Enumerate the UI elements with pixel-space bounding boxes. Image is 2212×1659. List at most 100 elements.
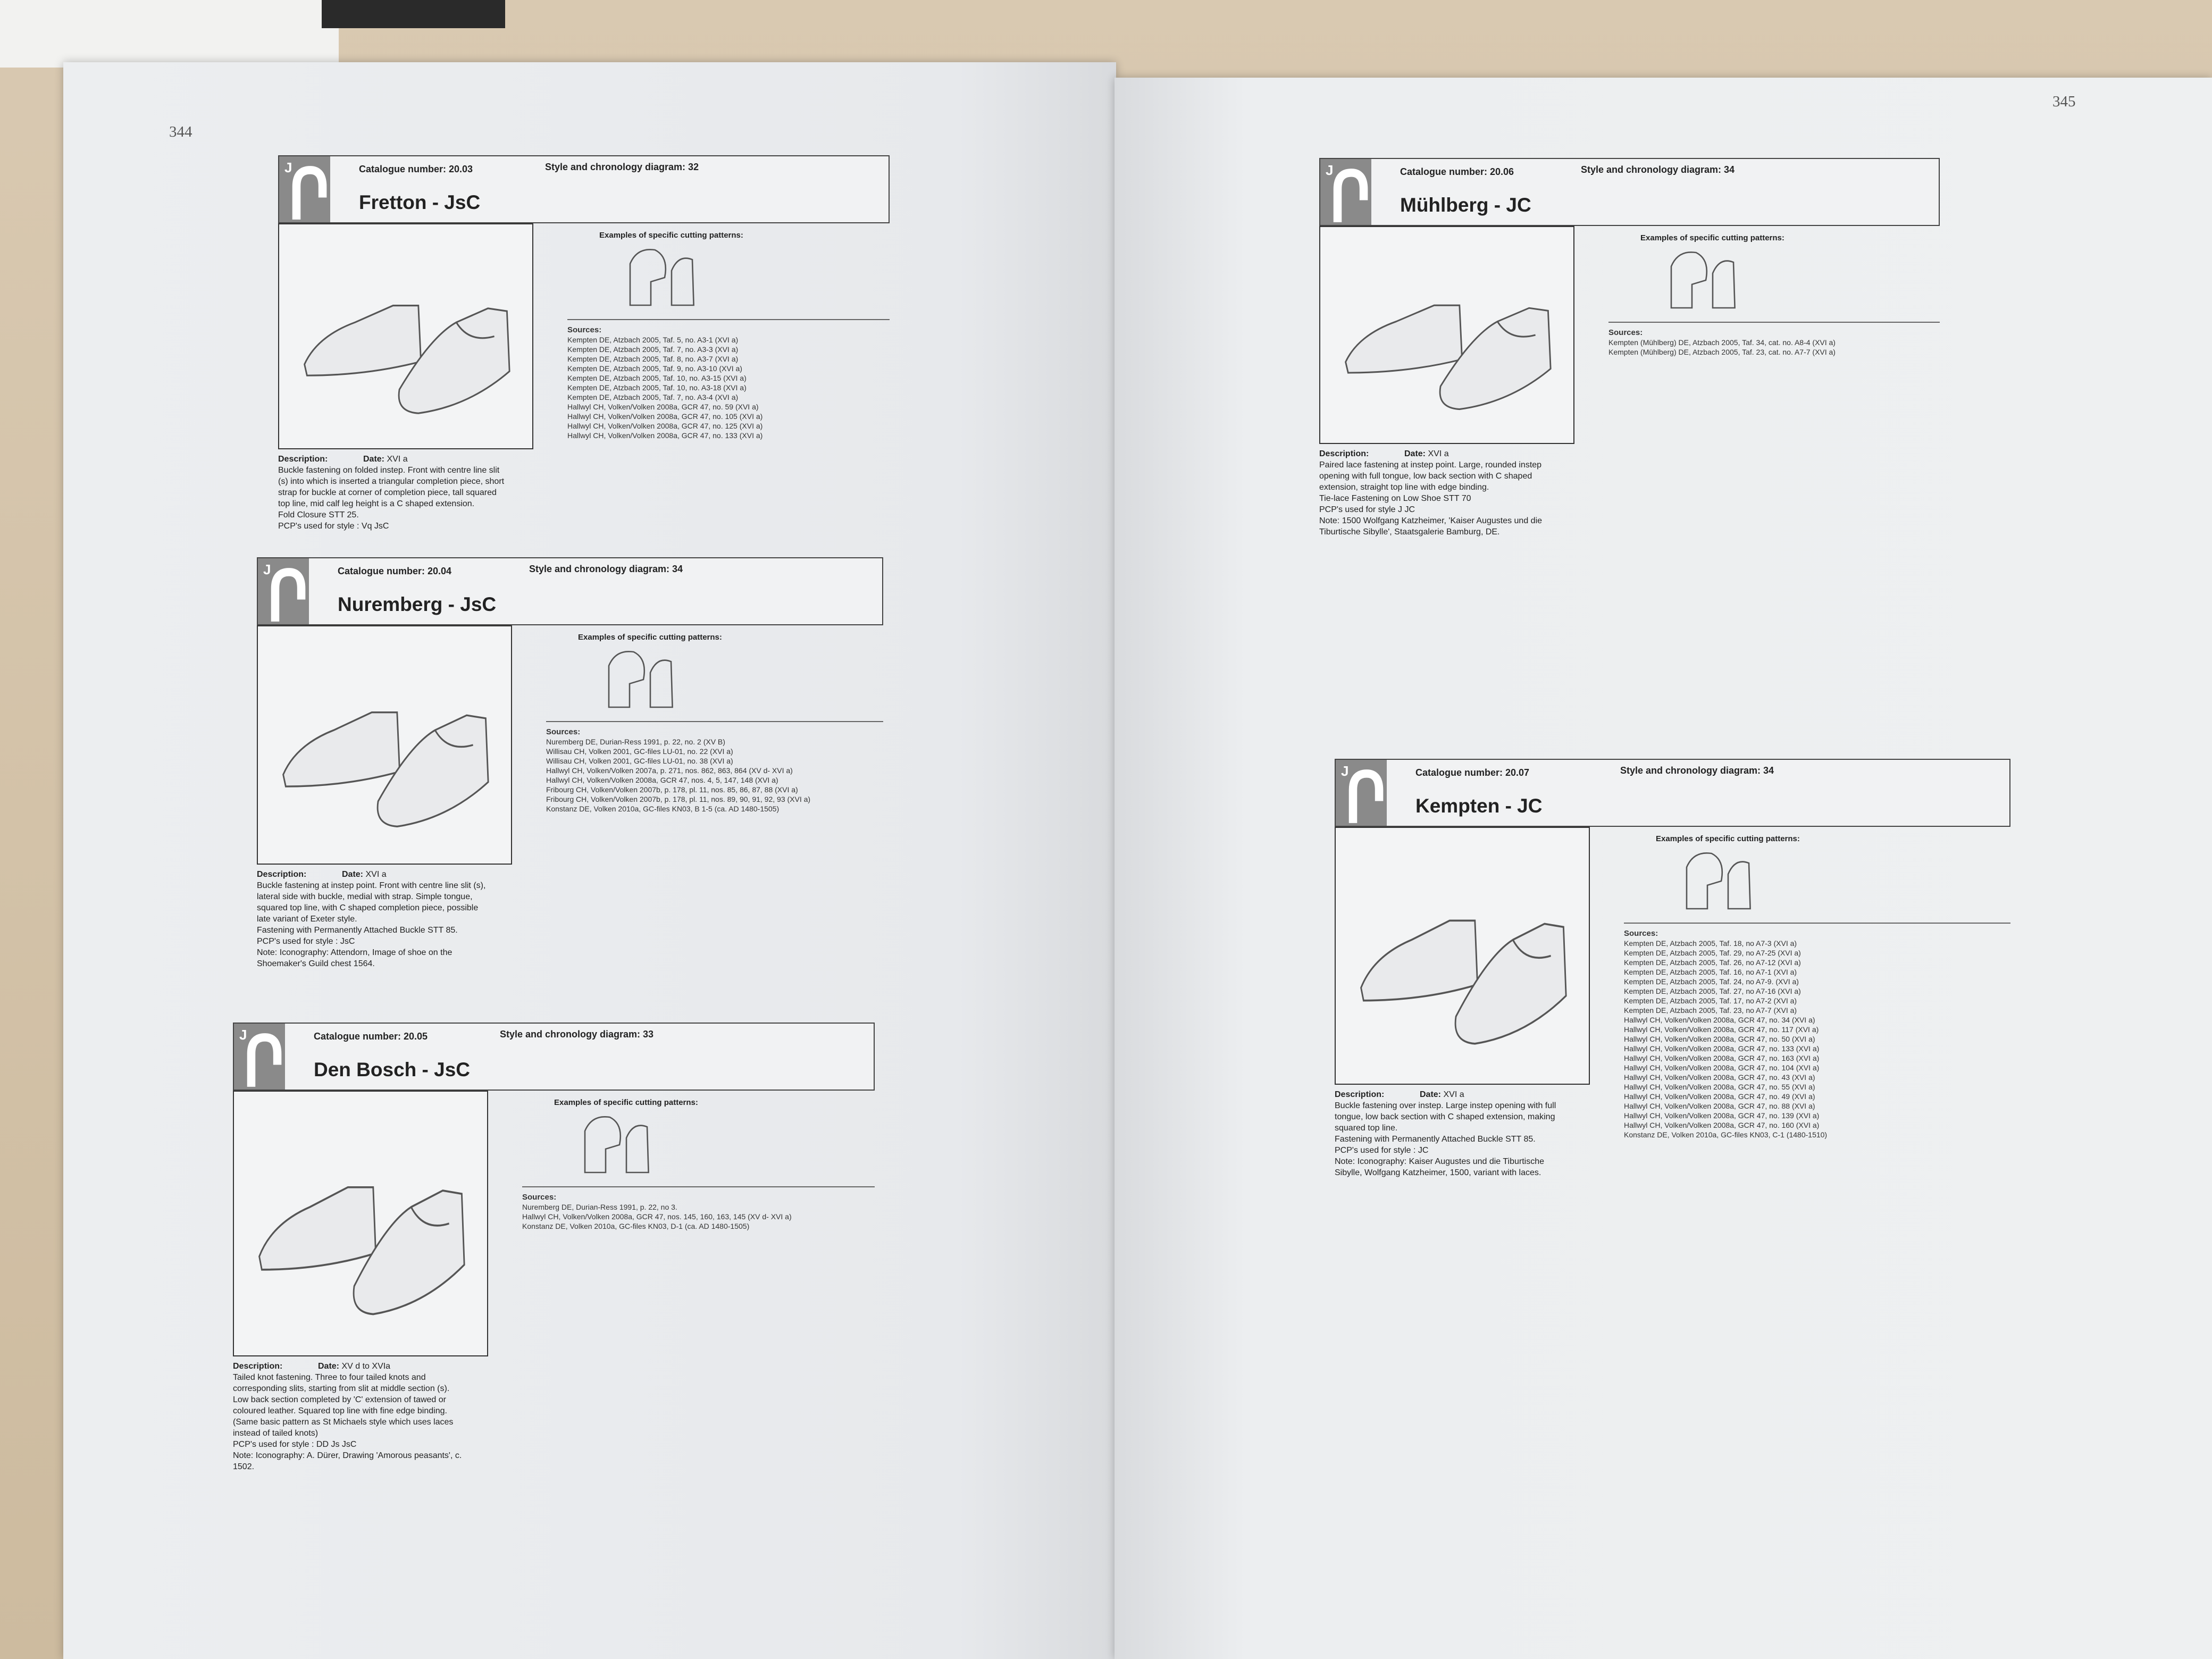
description-line: extension, straight top line with edge b… xyxy=(1319,483,1489,492)
source-item: Kempten DE, Atzbach 2005, Taf. 7, no. A3… xyxy=(567,393,739,401)
source-item: Fribourg CH, Volken/Volken 2007b, p. 178… xyxy=(546,785,798,794)
style-diagram: Style and chronology diagram: 33 xyxy=(500,1029,654,1040)
divider xyxy=(1608,322,1940,323)
catalogue-number: Catalogue number: 20.06 xyxy=(1400,166,1514,177)
description-line: Buckle fastening at instep point. Front … xyxy=(257,881,486,890)
description-line: (s) into which is inserted a triangular … xyxy=(278,477,505,486)
source-item: Kempten DE, Atzbach 2005, Taf. 16, no A7… xyxy=(1624,968,1797,976)
description-line: Shoemaker's Guild chest 1564. xyxy=(257,959,375,968)
shoe-illustration xyxy=(1360,919,1567,1045)
catalogue-number: Catalogue number: 20.05 xyxy=(314,1031,428,1042)
shoe-illustration xyxy=(1345,304,1552,410)
cutting-pattern-drawing xyxy=(1686,852,1751,910)
logo-letter: J xyxy=(239,1027,247,1043)
style-diagram: Style and chronology diagram: 34 xyxy=(1581,164,1735,175)
logo-letter: J xyxy=(284,160,292,175)
date-label: Date: xyxy=(1404,449,1426,458)
source-item: Kempten DE, Atzbach 2005, Taf. 17, no A7… xyxy=(1624,996,1797,1005)
entry-header: J Catalogue number: 20.05 Style and chrono… xyxy=(233,1023,875,1091)
source-item: Kempten DE, Atzbach 2005, Taf. 10, no. A… xyxy=(567,374,747,382)
date-label: Date: xyxy=(318,1362,340,1371)
description-line: PCP's used for style : DD Js JsC xyxy=(233,1440,357,1449)
source-item: Kempten DE, Atzbach 2005, Taf. 24, no A7… xyxy=(1624,977,1799,986)
source-item: Hallwyl CH, Volken/Volken 2008a, GCR 47,… xyxy=(1624,1025,1819,1034)
source-item: Kempten DE, Atzbach 2005, Taf. 7, no. A3… xyxy=(567,345,739,354)
shoe-image xyxy=(1335,827,1590,1085)
catalogue-entry: J Catalogue number: 20.05 Style and chrono… xyxy=(233,1023,875,1472)
source-item: Kempten DE, Atzbach 2005, Taf. 26, no A7… xyxy=(1624,958,1801,967)
date-value: XVI a xyxy=(1443,1090,1464,1099)
page-number: 345 xyxy=(2052,93,2076,110)
description-line: PCP's used for style J JC xyxy=(1319,505,1415,514)
description-label: Description: xyxy=(233,1362,283,1371)
source-item: Hallwyl CH, Volken/Volken 2008a, GCR 47,… xyxy=(1624,1054,1820,1062)
cutting-pattern xyxy=(567,243,890,315)
date-label: Date: xyxy=(1420,1090,1442,1099)
source-item: Hallwyl CH, Volken/Volken 2008a, GCR 47,… xyxy=(567,412,763,421)
shoe-image xyxy=(257,625,512,865)
entry-title: Den Bosch - JsC xyxy=(314,1059,471,1080)
style-diagram: Style and chronology diagram: 34 xyxy=(529,564,683,574)
catalogue-entry: J Catalogue number: 20.06 Style and chrono… xyxy=(1319,158,1940,538)
page-number: 344 xyxy=(169,123,192,140)
description-line: coloured leather. Squared top line with … xyxy=(233,1406,447,1415)
source-item: Kempten DE, Atzbach 2005, Taf. 9, no. A3… xyxy=(567,364,742,373)
logo-arch-icon xyxy=(1348,769,1384,823)
source-item: Kempten DE, Atzbach 2005, Taf. 27, no A7… xyxy=(1624,987,1801,995)
date-label: Date: xyxy=(363,455,385,464)
shoe-image xyxy=(1319,226,1574,444)
source-item: Willisau CH, Volken 2001, GC-files LU-01… xyxy=(546,757,733,765)
source-item: Hallwyl CH, Volken/Volken 2008a, GCR 47,… xyxy=(567,431,763,440)
cutting-pattern xyxy=(546,645,883,717)
description-line: strap for buckle at corner of completion… xyxy=(278,488,497,497)
divider xyxy=(546,721,883,722)
source-item: Hallwyl CH, Volken/Volken 2008a, GCR 47,… xyxy=(1624,1092,1815,1101)
source-item: Hallwyl CH, Volken/Volken 2008a, GCR 47,… xyxy=(1624,1044,1820,1053)
catalogue-number: Catalogue number: 20.04 xyxy=(338,566,452,576)
description-line: Sibylle, Wolfgang Katzheimer, 1500, vari… xyxy=(1335,1168,1541,1177)
cutting-patterns-label: Examples of specific cutting patterns: xyxy=(1640,233,1784,242)
shoe-image xyxy=(233,1091,488,1356)
source-item: Willisau CH, Volken 2001, GC-files LU-01… xyxy=(546,747,733,756)
divider xyxy=(567,319,890,320)
right-page xyxy=(1115,78,2212,1659)
logo-arch-icon xyxy=(247,1033,282,1087)
sources-label: Sources: xyxy=(1608,328,1643,337)
description-line: PCP's used for style : Vq JsC xyxy=(278,522,389,531)
source-item: Kempten DE, Atzbach 2005, Taf. 10, no. A… xyxy=(567,383,747,392)
date-value: XVI a xyxy=(365,870,387,879)
sources-label: Sources: xyxy=(567,325,602,334)
source-item: Kempten DE, Atzbach 2005, Taf. 29, no A7… xyxy=(1624,949,1801,957)
cutting-patterns-label: Examples of specific cutting patterns: xyxy=(554,1098,698,1107)
style-logo-icon: J xyxy=(279,156,330,222)
cutting-pattern xyxy=(1608,246,1940,317)
description-line: Tie-lace Fastening on Low Shoe STT 70 xyxy=(1319,494,1471,503)
description-line: Fastening with Permanently Attached Buck… xyxy=(1335,1135,1536,1144)
sources-label: Sources: xyxy=(1624,929,1658,938)
style-logo-icon: J xyxy=(234,1024,285,1090)
logo-arch-icon xyxy=(292,166,327,220)
catalogue-number: Catalogue number: 20.03 xyxy=(359,164,473,174)
source-item: Nuremberg DE, Durian-Ress 1991, p. 22, n… xyxy=(522,1203,677,1211)
entry-title: Kempten - JC xyxy=(1415,795,1543,817)
cutting-pattern xyxy=(1624,847,2010,918)
date-value: XVI a xyxy=(387,455,408,464)
description-line: tongue, low back section with C shaped e… xyxy=(1335,1112,1555,1121)
description-label: Description: xyxy=(257,870,307,879)
background-paper xyxy=(0,0,339,68)
logo-letter: J xyxy=(1326,162,1334,178)
source-item: Hallwyl CH, Volken/Volken 2008a, GCR 47,… xyxy=(1624,1111,1820,1120)
source-item: Kempten (Mühlberg) DE, Atzbach 2005, Taf… xyxy=(1608,338,1836,347)
date-value: XV d to XVIa xyxy=(341,1362,391,1371)
shoe-illustration xyxy=(258,1186,465,1316)
